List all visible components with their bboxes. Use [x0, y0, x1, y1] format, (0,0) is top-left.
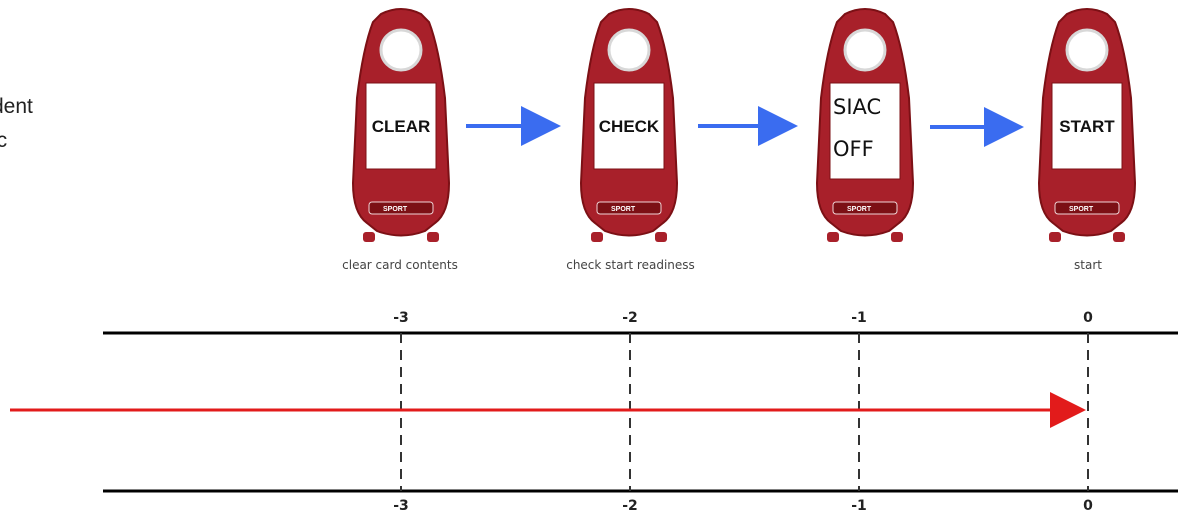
station-clear: [341, 0, 461, 300]
caption-start: start: [1074, 258, 1102, 272]
bottom-tick-label-minus-2: -2: [622, 498, 638, 514]
top-tick-label-minus-2: -2: [622, 310, 638, 326]
left-cropped-text-2: ic: [0, 129, 8, 152]
bottom-tick-label-0: 0: [1083, 498, 1093, 514]
caption-check: check start readiness: [566, 258, 695, 272]
station-siac-off: [805, 0, 925, 300]
station-check: [569, 0, 689, 300]
bottom-tick-label-minus-1: -1: [851, 498, 867, 514]
left-cropped-text-1: dent: [0, 95, 33, 118]
top-tick-label-minus-3: -3: [393, 310, 409, 326]
station-start: [1027, 0, 1147, 300]
bottom-tick-label-minus-3: -3: [393, 498, 409, 514]
top-tick-label-0: 0: [1083, 310, 1093, 326]
caption-clear: clear card contents: [342, 258, 458, 272]
top-tick-label-minus-1: -1: [851, 310, 867, 326]
